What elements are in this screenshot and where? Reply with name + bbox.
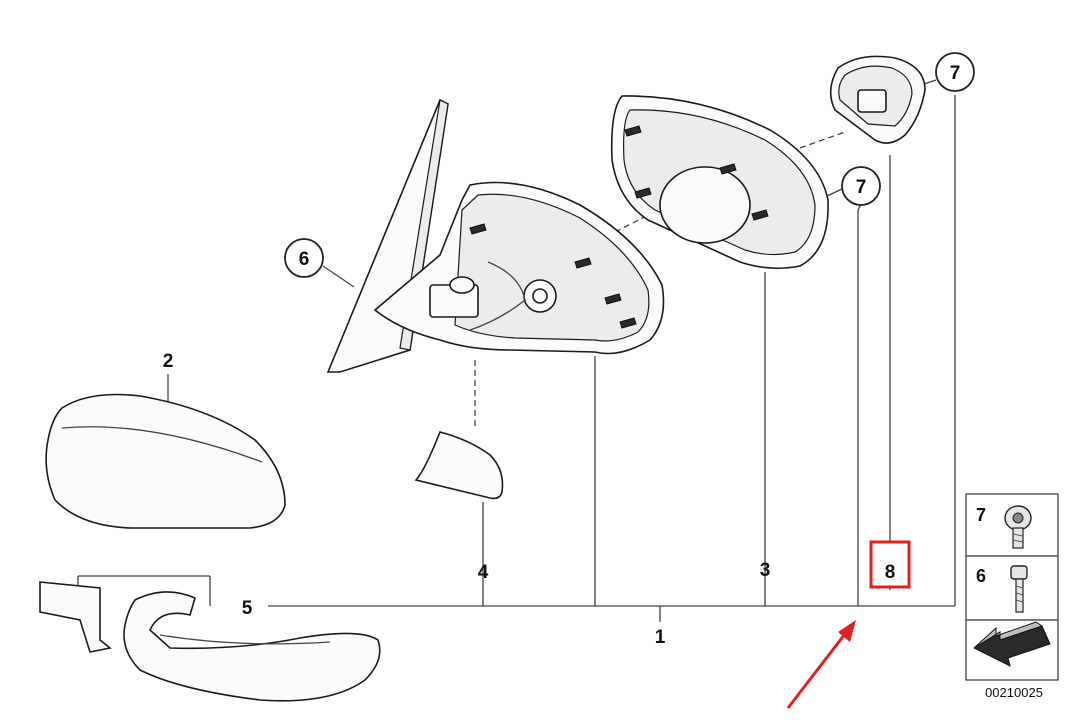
callout-2: 2 [163,351,174,372]
red-arrow-icon [786,620,856,709]
motor-icon [829,55,926,144]
mirror-carrier-icon [610,95,829,270]
svg-text:7: 7 [856,177,867,198]
screw-6-icon [1010,565,1028,613]
screw-7-icon [1004,505,1032,549]
callout-8-highlight: 8 [869,540,911,589]
svg-text:7: 7 [950,63,961,84]
callout-1: 1 [655,627,666,648]
direction-arrow-icon [972,621,1051,667]
svg-text:8: 8 [885,562,896,583]
trim-icon [414,431,504,500]
indicator-icon [39,581,381,702]
callout-3: 3 [760,560,771,581]
svg-text:6: 6 [299,249,310,270]
mirror-housing-icon [373,181,665,355]
leader-lines [77,79,956,622]
callout-7-top: 7 [935,52,975,92]
legend-label-7: 7 [976,505,986,525]
legend-label-6: 6 [976,566,986,586]
reference-number: 00210025 [985,685,1043,700]
callout-6: 6 [284,238,324,278]
screw-legend: 7 6 [965,493,1059,681]
mirror-cap-icon [45,393,286,529]
callout-5: 5 [242,598,253,619]
callout-4: 4 [478,562,489,583]
callout-7-middle: 7 [841,166,881,206]
